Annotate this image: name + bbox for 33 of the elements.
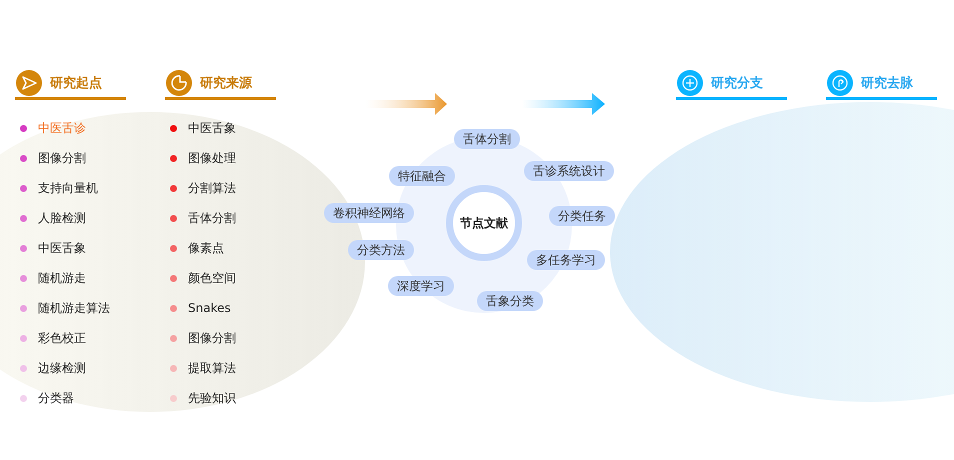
keyword: 舌体分割 xyxy=(188,211,236,226)
keyword: 彩色校正 xyxy=(38,331,86,346)
keyword-tag: 深度学习 xyxy=(388,276,454,296)
keyword: 中医舌诊 xyxy=(38,121,86,136)
keyword: 随机游走 xyxy=(38,271,86,286)
keyword-tag: 分类任务 xyxy=(549,206,615,226)
keyword-tag: 卷积神经网络 xyxy=(324,203,414,223)
keyword: Snakes xyxy=(188,301,231,316)
keyword: 中医舌象 xyxy=(38,241,86,256)
keyword: 支持向量机 xyxy=(38,181,98,196)
column-heading: 研究分支 xyxy=(711,76,763,92)
keyword: 提取算法 xyxy=(188,361,236,376)
keyword: 先验知识 xyxy=(188,391,236,406)
keyword: 人脸检测 xyxy=(38,211,86,226)
keyword: 图像处理 xyxy=(188,151,236,166)
keyword: 图像分割 xyxy=(38,151,86,166)
keyword-tag: 多任务学习 xyxy=(527,250,605,270)
keyword-tag: 舌诊系统设计 xyxy=(524,161,614,181)
keyword: 随机游走算法 xyxy=(38,301,110,316)
keyword: 分割算法 xyxy=(188,181,236,196)
keyword: 颜色空间 xyxy=(188,271,236,286)
column-heading: 研究来源 xyxy=(200,76,252,92)
column-heading: 研究起点 xyxy=(50,76,102,92)
keyword: 像素点 xyxy=(188,241,224,256)
column-heading: 研究去脉 xyxy=(861,76,913,92)
keyword: 边缘检测 xyxy=(38,361,86,376)
keyword-tag: 舌体分割 xyxy=(454,129,520,149)
keyword-tag: 分类方法 xyxy=(348,240,414,260)
keyword: 图像分割 xyxy=(188,331,236,346)
keyword-tag: 舌象分类 xyxy=(477,291,543,311)
keyword: 中医舌象 xyxy=(188,121,236,136)
keyword-tag: 特征融合 xyxy=(389,166,455,186)
keyword: 分类器 xyxy=(38,391,74,406)
